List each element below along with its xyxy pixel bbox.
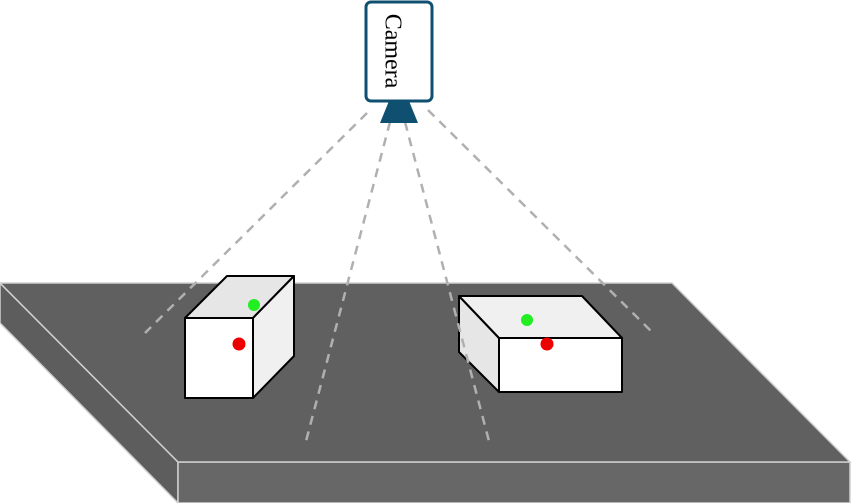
box-front-marker: [540, 337, 554, 351]
camera: Camera: [364, 0, 434, 123]
cube-front-face: [184, 317, 254, 399]
cube-object: [184, 275, 295, 399]
ray-left-outer: [144, 112, 368, 334]
table-front-side: [177, 461, 851, 503]
ray-right-inner: [403, 121, 492, 446]
camera-rays: [144, 109, 656, 446]
ray-left-inner: [303, 121, 392, 446]
table: [0, 281, 852, 503]
box-front-face: [498, 337, 623, 393]
cube-front-marker: [232, 337, 246, 351]
camera-label: Camera: [379, 14, 405, 89]
camera-lens-mount-icon: [380, 101, 418, 123]
cube-top-marker: [248, 299, 260, 311]
flat-box-object: [458, 295, 623, 393]
ray-right-outer: [427, 109, 656, 336]
box-top-marker: [521, 314, 533, 326]
